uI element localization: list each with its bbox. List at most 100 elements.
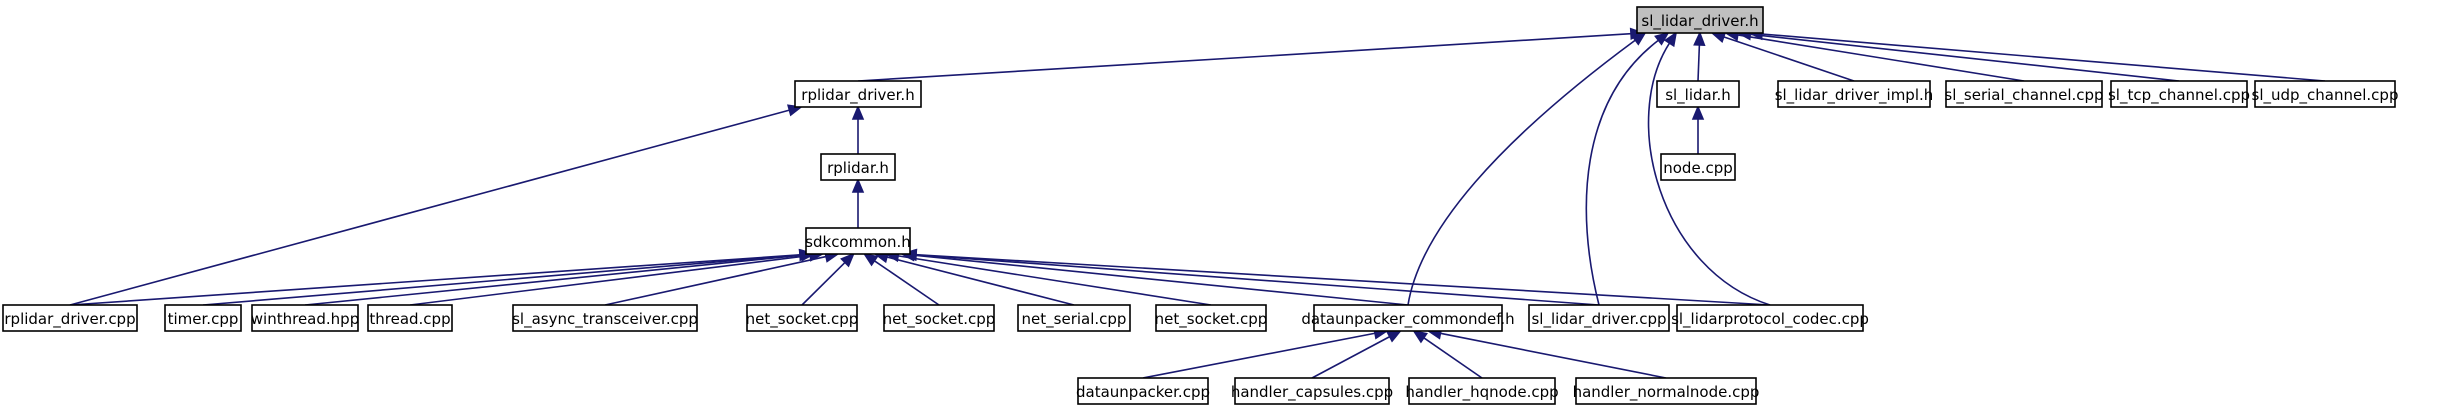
node-sl-udp-channel-cpp[interactable]: sl_udp_channel.cpp bbox=[2252, 80, 2399, 108]
edge-rplidar_driver_h-to-sl_lidar_driver_h bbox=[857, 27, 1646, 82]
arrowhead-icon bbox=[851, 177, 865, 193]
node-box bbox=[1636, 6, 1764, 34]
node-label: net_serial.cpp bbox=[1022, 310, 1127, 329]
node-label: sl_serial_channel.cpp bbox=[1944, 86, 2103, 105]
node-box bbox=[794, 80, 922, 108]
node-box bbox=[1017, 304, 1131, 332]
node-label: sl_lidarprotocol_codec.cpp bbox=[1671, 310, 1869, 329]
node-net-socket-cpp-1[interactable]: net_socket.cpp bbox=[746, 304, 859, 332]
edge-sl_lidar_driver_cpp-to-sl_lidar_driver_h bbox=[1585, 31, 1670, 306]
node-box bbox=[251, 304, 359, 332]
edge-net_socket_cpp_3-to-sdkcommon_h bbox=[884, 249, 1212, 306]
node-label: sl_udp_channel.cpp bbox=[2252, 86, 2399, 105]
node-dataunpacker-commondef-h[interactable]: dataunpacker_commondef.h bbox=[1301, 304, 1515, 332]
node-winthread-hpp[interactable]: winthread.hpp bbox=[251, 304, 359, 332]
node-net-socket-cpp-3[interactable]: net_socket.cpp bbox=[1155, 304, 1268, 332]
node-handler-capsules-cpp[interactable]: handler_capsules.cpp bbox=[1231, 377, 1393, 405]
edge-line bbox=[409, 254, 811, 306]
edge-line bbox=[1585, 39, 1659, 306]
edge-rplidar_driver_cpp-to-sdkcommon_h bbox=[69, 248, 815, 306]
node-sl-lidar-h[interactable]: sl_lidar.h bbox=[1656, 80, 1740, 108]
node-label: thread.cpp bbox=[369, 310, 450, 328]
edge-line bbox=[1440, 332, 1667, 379]
node-sl-tcp-channel-cpp[interactable]: sl_tcp_channel.cpp bbox=[2108, 80, 2250, 108]
node-rplidar-h[interactable]: rplidar.h bbox=[820, 153, 896, 181]
node-label: sl_lidar_driver.cpp bbox=[1531, 310, 1666, 329]
node-label: sl_lidar_driver.h bbox=[1641, 12, 1758, 31]
node-box bbox=[512, 304, 698, 332]
node-box bbox=[883, 304, 995, 332]
node-sl-lidar-driver-h[interactable]: sl_lidar_driver.h bbox=[1636, 6, 1764, 34]
edge-sl_lidar_h-to-sl_lidar_driver_h bbox=[1693, 30, 1706, 82]
node-label: net_socket.cpp bbox=[1155, 310, 1268, 329]
node-net-socket-cpp-2[interactable]: net_socket.cpp bbox=[883, 304, 996, 332]
edge-rplidar_driver_cpp-to-rplidar_driver_h bbox=[69, 104, 804, 306]
edge-line bbox=[202, 254, 801, 306]
arrowhead-icon bbox=[862, 252, 879, 267]
edge-line bbox=[873, 260, 940, 306]
edge-line bbox=[1407, 39, 1636, 306]
node-rplidar-driver-h[interactable]: rplidar_driver.h bbox=[794, 80, 922, 108]
node-label: timer.cpp bbox=[168, 310, 239, 328]
arrowhead-icon bbox=[1386, 330, 1403, 343]
arrowhead-icon bbox=[1412, 329, 1428, 344]
node-dataunpacker-cpp[interactable]: dataunpacker.cpp bbox=[1076, 377, 1210, 405]
node-rplidar-driver-cpp[interactable]: rplidar_driver.cpp bbox=[2, 304, 138, 332]
node-label: rplidar_driver.h bbox=[801, 86, 914, 105]
node-box bbox=[1777, 80, 1931, 108]
edge-handler_hqnode_cpp-to-dataunpacker_commondef_h bbox=[1412, 329, 1483, 379]
node-box bbox=[1155, 304, 1267, 332]
node-box bbox=[1945, 80, 2103, 108]
node-timer-cpp[interactable]: timer.cpp bbox=[164, 304, 242, 332]
edge-sl_lidarprotocol_codec_cpp-to-sl_lidar_driver_h bbox=[1647, 31, 1771, 306]
node-thread-cpp[interactable]: thread.cpp bbox=[367, 304, 453, 332]
edge-line bbox=[857, 32, 1632, 82]
arrowhead-icon bbox=[840, 252, 855, 268]
node-label: rplidar_driver.cpp bbox=[4, 310, 135, 329]
node-handler-normalnode-cpp[interactable]: handler_normalnode.cpp bbox=[1573, 377, 1760, 405]
node-label: handler_normalnode.cpp bbox=[1573, 383, 1760, 402]
node-box bbox=[820, 153, 896, 181]
node-sl-serial-channel-cpp[interactable]: sl_serial_channel.cpp bbox=[1944, 80, 2104, 108]
node-sdkcommon-h[interactable]: sdkcommon.h bbox=[805, 227, 911, 255]
node-box bbox=[2, 304, 138, 332]
node-box bbox=[746, 304, 858, 332]
edge-line bbox=[915, 254, 1600, 306]
node-label: sdkcommon.h bbox=[805, 233, 911, 251]
edge-line bbox=[1647, 42, 1771, 306]
node-net-serial-cpp[interactable]: net_serial.cpp bbox=[1017, 304, 1131, 332]
edge-sl_udp_channel_cpp-to-sl_lidar_driver_h bbox=[1747, 27, 2326, 82]
node-sl-async-transceiver-cpp[interactable]: sl_async_transceiver.cpp bbox=[512, 304, 698, 332]
node-label: sl_lidar_driver_impl.h bbox=[1775, 86, 1934, 105]
arrowhead-icon bbox=[1654, 31, 1670, 46]
arrowhead-icon bbox=[851, 104, 865, 120]
node-label: sl_lidar.h bbox=[1665, 86, 1731, 105]
node-sl-lidar-driver-impl-h[interactable]: sl_lidar_driver_impl.h bbox=[1775, 80, 1934, 108]
node-box bbox=[1676, 304, 1864, 332]
arrowhead-icon bbox=[1631, 31, 1647, 46]
node-box bbox=[1408, 377, 1556, 405]
node-handler-hqnode-cpp[interactable]: handler_hqnode.cpp bbox=[1405, 377, 1559, 405]
node-label: net_socket.cpp bbox=[746, 310, 859, 329]
edge-sl_serial_channel_cpp-to-sl_lidar_driver_h bbox=[1723, 28, 2025, 82]
edge-line bbox=[886, 256, 1075, 306]
edge-line bbox=[1723, 36, 1855, 82]
node-label: node.cpp bbox=[1663, 159, 1733, 177]
edge-rplidar_h-to-rplidar_driver_h bbox=[851, 104, 865, 154]
edges-layer bbox=[69, 27, 2326, 379]
edge-handler_capsules_cpp-to-dataunpacker_commondef_h bbox=[1311, 330, 1403, 379]
node-sl-lidar-driver-cpp[interactable]: sl_lidar_driver.cpp bbox=[1528, 304, 1670, 332]
edge-line bbox=[1737, 34, 2025, 82]
node-node-cpp[interactable]: node.cpp bbox=[1660, 153, 1736, 181]
edge-line bbox=[1697, 44, 1701, 82]
edge-net_socket_cpp_1-to-sdkcommon_h bbox=[801, 252, 855, 306]
edge-line bbox=[915, 253, 1771, 306]
node-sl-lidarprotocol-codec-cpp[interactable]: sl_lidarprotocol_codec.cpp bbox=[1671, 304, 1869, 332]
edge-line bbox=[1423, 337, 1483, 379]
node-label: sl_async_transceiver.cpp bbox=[512, 310, 698, 329]
edge-node_cpp-to-sl_lidar_h bbox=[1691, 104, 1705, 154]
node-box bbox=[2110, 80, 2248, 108]
node-box bbox=[1656, 80, 1740, 108]
arrowhead-icon bbox=[1663, 31, 1678, 48]
